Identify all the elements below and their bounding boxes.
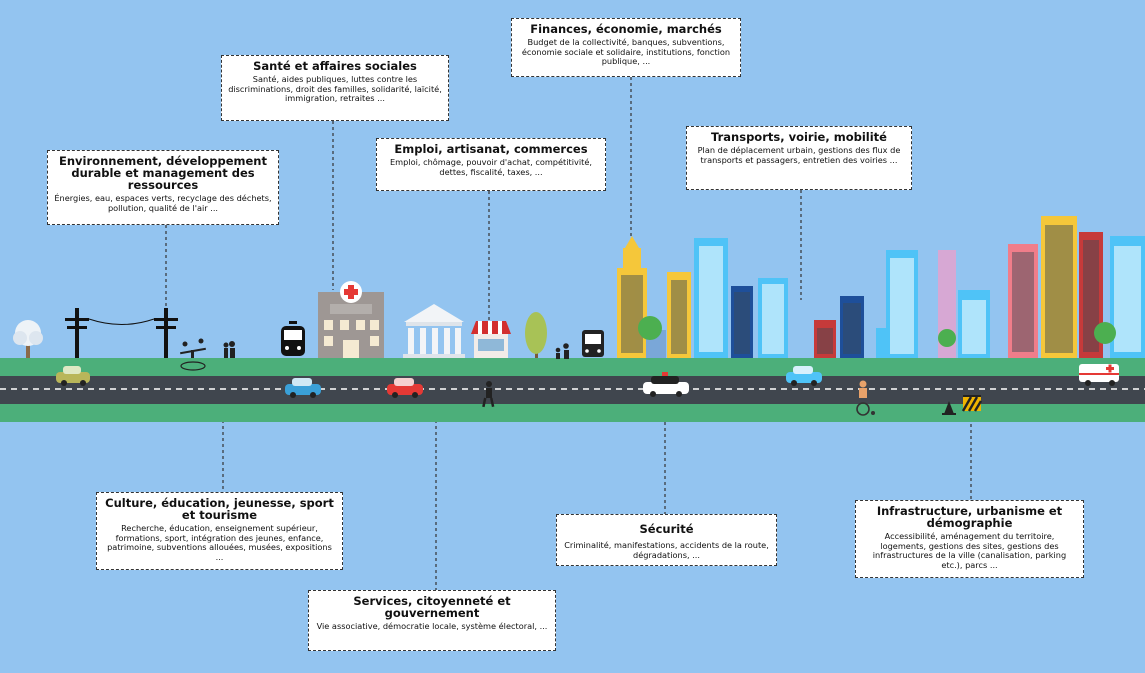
- traffic-cone-icon: [942, 401, 956, 415]
- category-box-services: Services, citoyenneté et gouvernement Vi…: [308, 590, 556, 651]
- car-icon: [56, 366, 90, 386]
- category-description: Emploi, chômage, pouvoir d'achat, compét…: [390, 157, 592, 177]
- category-title: Infrastructure, urbanisme et démographie: [876, 504, 1063, 530]
- category-description: Plan de déplacement urbain, gestions des…: [697, 145, 901, 165]
- hospital-icon: [318, 281, 384, 358]
- category-description: Accessibilité, aménagement du territoire…: [872, 531, 1067, 570]
- seesaw-icon: [180, 338, 206, 371]
- bus-icon: [582, 330, 604, 357]
- category-title: Environnement, développement durable et …: [59, 154, 267, 192]
- category-box-infrastructure: Infrastructure, urbanisme et démographie…: [855, 500, 1084, 578]
- category-title: Santé et affaires sociales: [253, 59, 417, 73]
- grass-bottom: [0, 404, 1145, 422]
- town-hall-icon: [403, 304, 465, 358]
- category-description: Recherche, éducation, enseignement supér…: [107, 523, 332, 562]
- category-box-employment: Emploi, artisanat, commerces Emploi, chô…: [376, 138, 606, 191]
- category-title: Sécurité: [639, 522, 694, 536]
- category-description: Vie associative, démocratie locale, syst…: [316, 621, 548, 631]
- category-description: Énergies, eau, espaces verts, recyclage …: [54, 193, 272, 213]
- category-description: Budget de la collectivité, banques, subv…: [521, 37, 731, 67]
- category-title: Services, citoyenneté et gouvernement: [353, 594, 511, 620]
- connector-lines: [165, 77, 972, 590]
- category-box-health: Santé et affaires sociales Santé, aides …: [221, 55, 449, 121]
- power-pole-icon: [65, 308, 178, 358]
- skyline-illustration: [617, 216, 1145, 358]
- category-box-security: Sécurité Criminalité, manifestations, ac…: [556, 514, 777, 566]
- police-car-icon: [643, 372, 689, 397]
- category-description: Santé, aides publiques, luttes contre le…: [228, 74, 442, 104]
- car-icon: [285, 378, 321, 398]
- car-icon: [786, 366, 822, 386]
- category-box-finances: Finances, économie, marchés Budget de la…: [511, 18, 741, 77]
- tree-icon: [525, 312, 547, 358]
- pedestrians-icon: [555, 343, 569, 359]
- shop-icon: [471, 321, 511, 358]
- pedestrian-icon: [482, 381, 495, 408]
- wheelchair-icon: [856, 380, 875, 416]
- road-barrier-icon: [961, 395, 983, 412]
- category-title: Culture, éducation, jeunesse, sport et t…: [105, 496, 334, 522]
- car-icon: [387, 378, 423, 398]
- category-title: Finances, économie, marchés: [530, 22, 722, 36]
- ambulance-icon: [1079, 364, 1119, 386]
- blossom-tree-icon: [13, 320, 43, 358]
- train-icon: [281, 321, 305, 356]
- category-description: Criminalité, manifestations, accidents d…: [564, 540, 769, 560]
- category-box-transports: Transports, voirie, mobilité Plan de dép…: [686, 126, 912, 190]
- family-icon: [223, 341, 235, 358]
- category-title: Emploi, artisanat, commerces: [394, 142, 588, 156]
- grass-top: [0, 358, 1145, 376]
- road: [0, 376, 1145, 404]
- category-box-environment: Environnement, développement durable et …: [47, 150, 279, 225]
- category-title: Transports, voirie, mobilité: [711, 130, 887, 144]
- category-box-culture: Culture, éducation, jeunesse, sport et t…: [96, 492, 343, 570]
